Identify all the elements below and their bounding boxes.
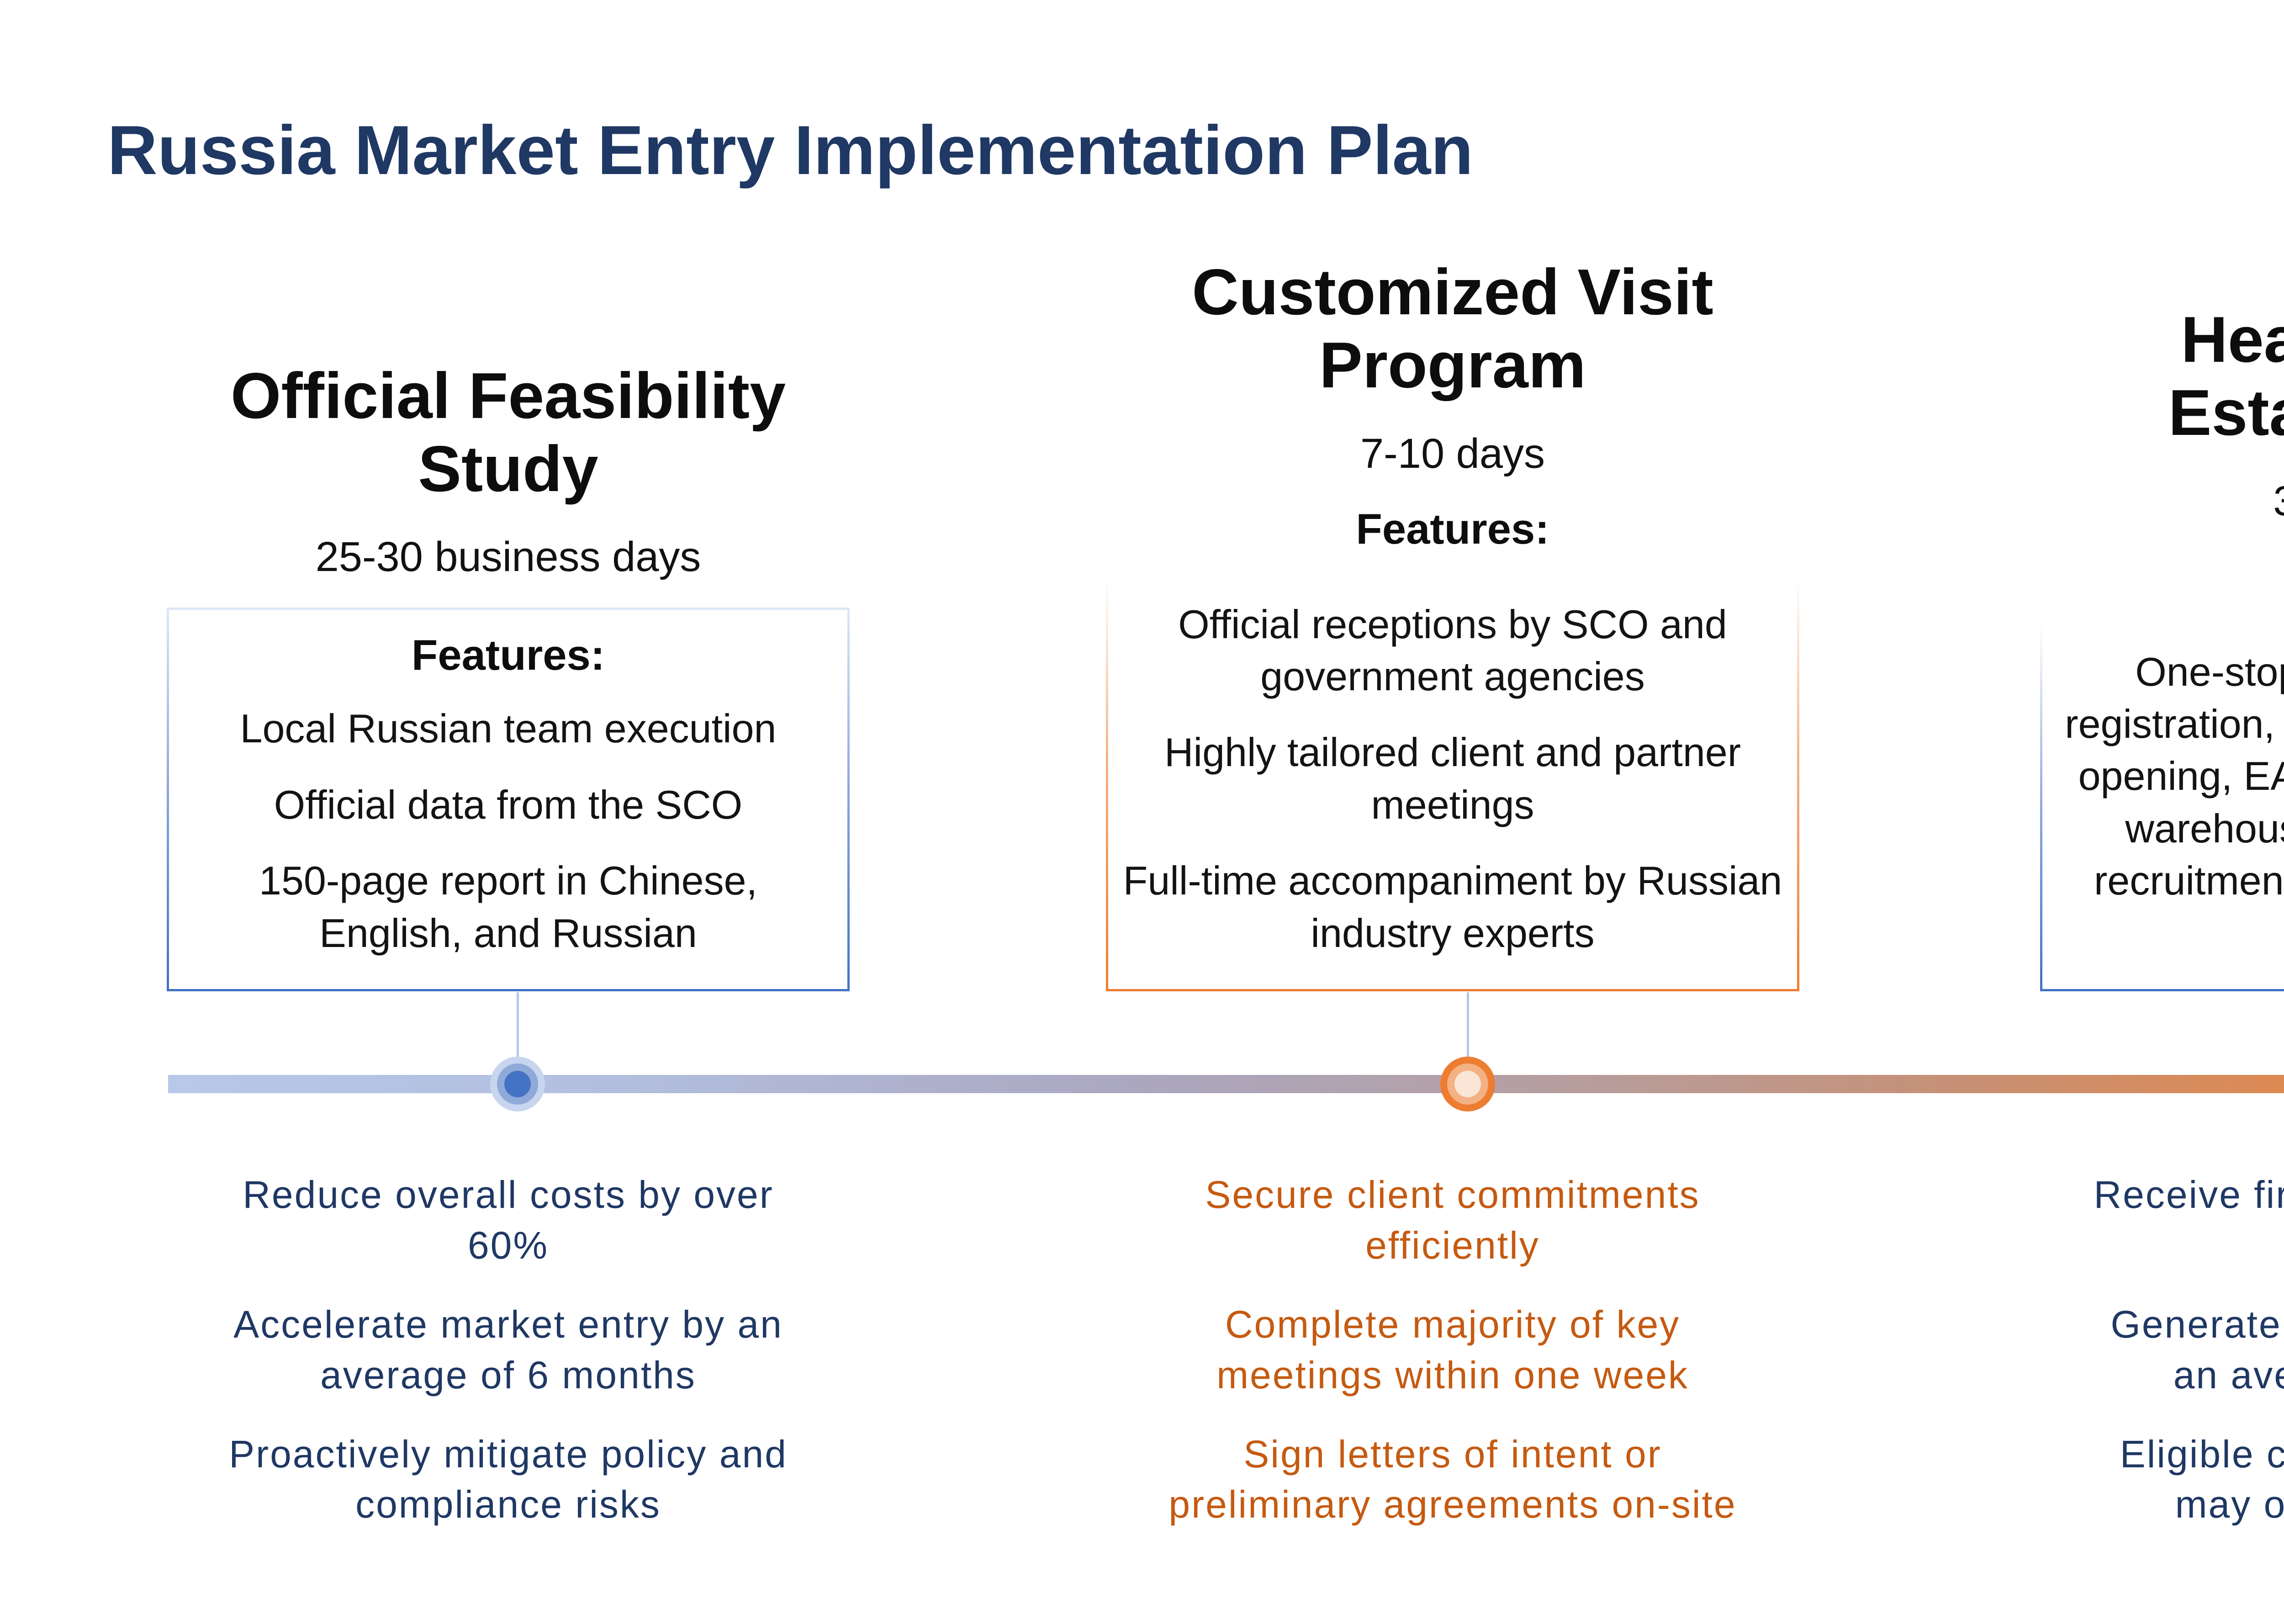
benefit-item: Reduce overall costs by over 60% <box>243 1173 774 1267</box>
feature-item: Local Russian team execution <box>240 706 777 751</box>
benefit-item: Sign letters of intent or preliminary ag… <box>1168 1432 1737 1526</box>
benefit-item: Accelerate market entry by an average of… <box>233 1302 783 1397</box>
benefits-list: Receive first orders in as fast as 1 mon… <box>2040 1169 2284 1581</box>
features-label: Features: <box>411 631 605 679</box>
phase-column-visit-program: Customized Visit Program 7-10 days Featu… <box>1106 256 1799 991</box>
page-title: Russia Market Entry Implementation Plan <box>107 111 1474 189</box>
benefits-list: Reduce overall costs by over 60% Acceler… <box>167 1169 850 1530</box>
features-box: Official receptions by SCO and governmen… <box>1106 575 1799 991</box>
phase-heading: Official Feasibility Study <box>230 359 786 505</box>
phase-column-headquarters: Russia Headquarters Establishment 3-18 m… <box>2040 230 2284 991</box>
phase-duration: 25-30 business days <box>315 534 701 581</box>
marker-core <box>504 1071 531 1097</box>
phase-column-feasibility: Official Feasibility Study 25-30 busines… <box>167 360 850 991</box>
marker-ring <box>497 1063 538 1105</box>
benefit-item: Eligible compliant enterprises may obtai… <box>2120 1432 2284 1526</box>
benefit-item: Secure client commitments efficiently <box>1205 1173 1700 1267</box>
features-label: Features: <box>1356 504 1549 553</box>
benefit-item: Receive first orders in as fast as 1 mon… <box>2094 1173 2284 1216</box>
feature-item: One-stop solution: Company registration,… <box>2065 649 2284 956</box>
features-box: One-stop solution: Company registration,… <box>2040 623 2284 991</box>
timeline-marker-blue-icon <box>490 1057 545 1111</box>
feature-item: Official receptions by SCO and governmen… <box>1178 601 1727 699</box>
benefit-item: Complete majority of key meetings within… <box>1216 1302 1689 1397</box>
benefits-list: Secure client commitments efficiently Co… <box>1106 1169 1799 1530</box>
feature-item: 150-page report in Chinese, English, and… <box>259 858 757 956</box>
marker-ring <box>1447 1063 1488 1105</box>
timeline-bar <box>168 1075 2284 1093</box>
phase-duration: 3-18 months <box>2273 477 2284 525</box>
feature-item: Highly tailored client and partner meeti… <box>1164 730 1741 827</box>
phase-heading: Russia Headquarters Establishment <box>2168 230 2284 450</box>
connector-line <box>1467 992 1469 1058</box>
phase-duration: 7-10 days <box>1360 430 1545 477</box>
benefit-item: Proactively mitigate policy and complian… <box>229 1432 788 1526</box>
timeline-marker-orange-icon <box>1440 1057 1495 1111</box>
phase-heading: Customized Visit Program <box>1192 255 1713 402</box>
benefit-item: Generate initial revenue within an avera… <box>2110 1302 2284 1397</box>
connector-line <box>517 992 519 1058</box>
feature-item: Full-time accompaniment by Russian indus… <box>1123 858 1782 956</box>
features-box: Features: Local Russian team execution O… <box>167 608 850 991</box>
marker-core <box>1454 1071 1481 1097</box>
feature-item: Official data from the SCO <box>274 782 743 827</box>
